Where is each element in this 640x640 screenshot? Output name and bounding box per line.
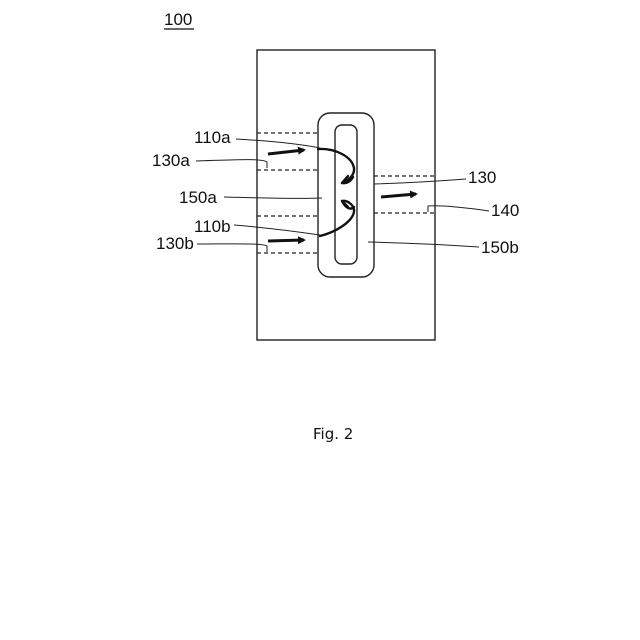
leader-140 — [428, 206, 489, 212]
swirl-flow-upper — [318, 149, 354, 183]
figure-caption: Fig. 2 — [313, 425, 353, 443]
inlet-arrow-b — [268, 240, 304, 241]
label-140: 140 — [491, 201, 519, 220]
swirl-flow-lower — [320, 201, 354, 236]
reference-number-label: 100 — [164, 10, 192, 29]
leader-110a — [236, 139, 320, 148]
outlet-arrow — [381, 194, 416, 197]
label-110a: 110a — [194, 128, 231, 147]
label-130b: 130b — [156, 234, 194, 253]
leader-130 — [374, 179, 466, 184]
label-150b: 150b — [481, 238, 519, 257]
inner-tube — [335, 125, 357, 264]
leader-150a — [224, 197, 322, 198]
label-130: 130 — [468, 168, 496, 187]
leader-110b — [234, 225, 320, 235]
outer-tube — [318, 113, 374, 277]
label-150a: 150a — [179, 188, 217, 207]
label-130a: 130a — [152, 151, 190, 170]
leader-150b — [368, 242, 479, 247]
inlet-arrow-a — [268, 150, 304, 154]
label-110b: 110b — [194, 217, 231, 236]
